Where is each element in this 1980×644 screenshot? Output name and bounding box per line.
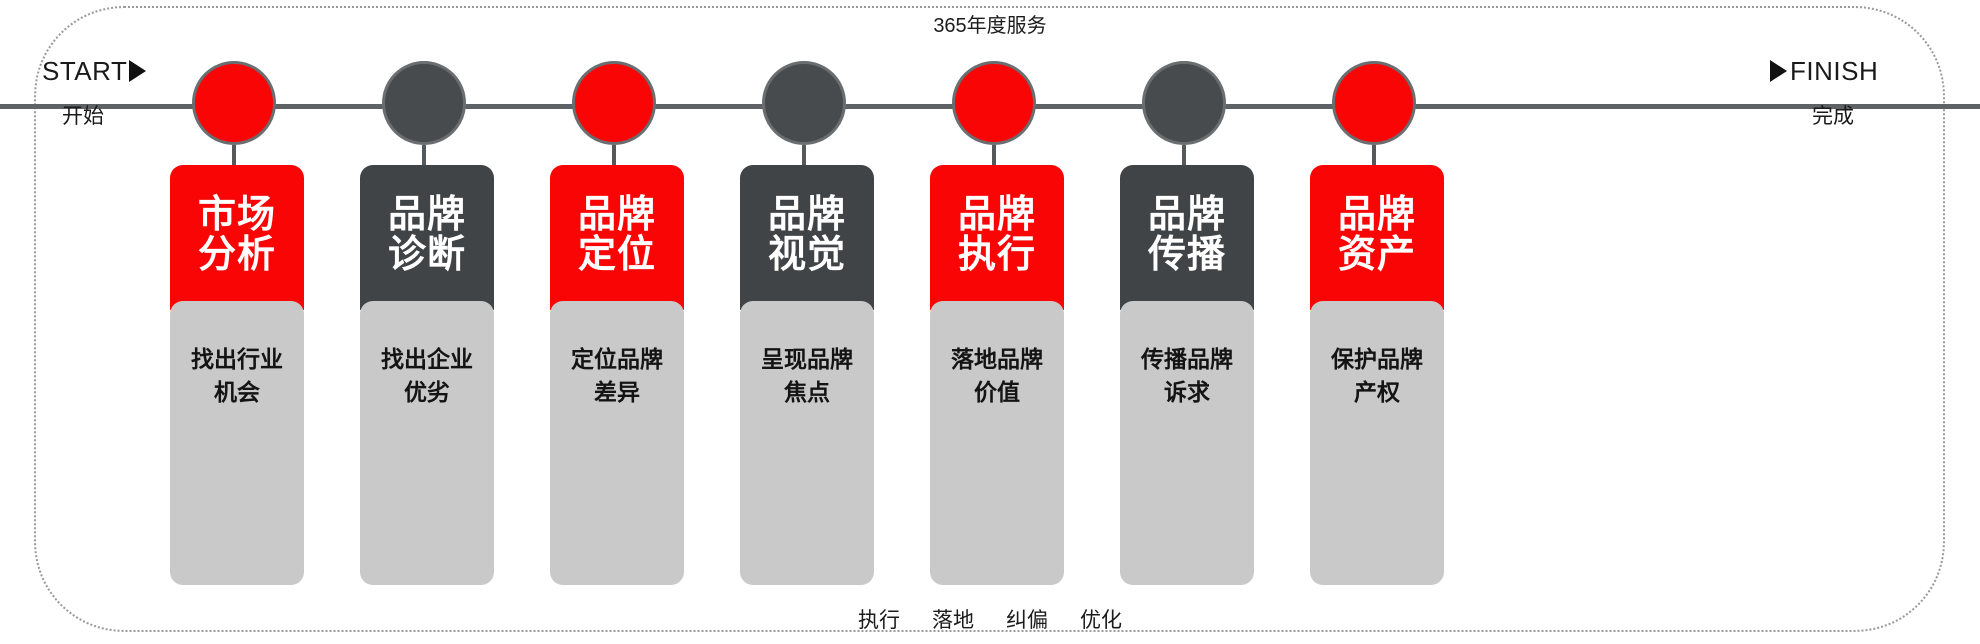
step-desc-1: 找出行业 机会	[170, 343, 304, 410]
step-title-5: 品牌 执行	[957, 193, 1036, 280]
step-card-5[interactable]: 品牌 执行 落地品牌 价值	[930, 165, 1064, 585]
step-card-header-1: 市场 分析	[170, 165, 304, 310]
step-desc-line2: 优劣	[404, 379, 450, 406]
step-desc-line2: 机会	[214, 379, 260, 406]
step-desc-line1: 保护品牌	[1331, 346, 1423, 372]
step-card-header-7: 品牌 资产	[1310, 165, 1444, 310]
step-desc-4: 呈现品牌 焦点	[740, 343, 874, 410]
step-title-line2: 执行	[957, 233, 1036, 276]
step-title-6: 品牌 传播	[1147, 193, 1226, 280]
step-dot-3[interactable]	[572, 61, 656, 145]
step-title-line1: 品牌	[577, 193, 656, 236]
step-card-header-4: 品牌 视觉	[740, 165, 874, 310]
step-stem-7	[1372, 145, 1376, 168]
step-node-7[interactable]: 品牌 资产 保护品牌 产权	[1282, 0, 1472, 644]
step-title-line1: 品牌	[957, 193, 1036, 236]
step-node-5[interactable]: 品牌 执行 落地品牌 价值	[902, 0, 1092, 644]
step-title-line1: 品牌	[767, 193, 846, 236]
step-desc-line1: 传播品牌	[1141, 346, 1233, 372]
step-title-line1: 品牌	[1147, 193, 1226, 236]
step-title-line1: 品牌	[1337, 193, 1416, 236]
step-node-6[interactable]: 品牌 传播 传播品牌 诉求	[1092, 0, 1282, 644]
step-desc-line1: 找出企业	[381, 346, 473, 372]
step-node-4[interactable]: 品牌 视觉 呈现品牌 焦点	[712, 0, 902, 644]
step-desc-line1: 找出行业	[191, 346, 283, 372]
triangle-right-icon	[1770, 60, 1787, 82]
step-stem-1	[232, 145, 236, 168]
step-title-7: 品牌 资产	[1337, 193, 1416, 280]
step-title-line2: 分析	[197, 233, 276, 276]
step-node-1[interactable]: 市场 分析 找出行业 机会	[142, 0, 332, 644]
step-desc-line1: 呈现品牌	[761, 346, 853, 372]
step-stem-2	[422, 145, 426, 168]
step-card-4[interactable]: 品牌 视觉 呈现品牌 焦点	[740, 165, 874, 585]
step-desc-line1: 落地品牌	[951, 346, 1043, 372]
start-label-cn: 开始	[62, 105, 104, 128]
step-node-3[interactable]: 品牌 定位 定位品牌 差异	[522, 0, 712, 644]
finish-label-latin: FINISH	[1770, 56, 1930, 87]
step-card-body-7: 保护品牌 产权	[1310, 301, 1444, 585]
step-title-line2: 资产	[1337, 233, 1416, 276]
step-stem-5	[992, 145, 996, 168]
step-desc-7: 保护品牌 产权	[1310, 343, 1444, 410]
step-card-2[interactable]: 品牌 诊断 找出企业 优劣	[360, 165, 494, 585]
step-desc-line2: 产权	[1354, 379, 1400, 406]
step-dot-2[interactable]	[382, 61, 466, 145]
step-desc-line1: 定位品牌	[571, 346, 663, 372]
triangle-right-icon	[129, 60, 147, 82]
step-desc-2: 找出企业 优劣	[360, 343, 494, 410]
step-card-6[interactable]: 品牌 传播 传播品牌 诉求	[1120, 165, 1254, 585]
start-label-latin: START	[42, 56, 202, 87]
step-title-3: 品牌 定位	[577, 193, 656, 280]
step-card-header-5: 品牌 执行	[930, 165, 1064, 310]
step-dot-5[interactable]	[952, 61, 1036, 145]
step-title-2: 品牌 诊断	[387, 193, 466, 280]
step-title-4: 品牌 视觉	[767, 193, 846, 280]
step-card-7[interactable]: 品牌 资产 保护品牌 产权	[1310, 165, 1444, 585]
step-title-line1: 市场	[197, 193, 276, 236]
step-desc-line2: 诉求	[1164, 379, 1210, 406]
step-card-header-2: 品牌 诊断	[360, 165, 494, 310]
step-dot-1[interactable]	[192, 61, 276, 145]
step-desc-5: 落地品牌 价值	[930, 343, 1064, 410]
bottom-caption: 执行 落地 纠偏 优化	[0, 604, 1980, 634]
step-card-3[interactable]: 品牌 定位 定位品牌 差异	[550, 165, 684, 585]
step-title-line2: 传播	[1147, 233, 1226, 276]
step-card-body-6: 传播品牌 诉求	[1120, 301, 1254, 585]
step-card-header-3: 品牌 定位	[550, 165, 684, 310]
step-card-header-6: 品牌 传播	[1120, 165, 1254, 310]
step-dot-4[interactable]	[762, 61, 846, 145]
step-title-line2: 诊断	[387, 233, 466, 276]
step-desc-3: 定位品牌 差异	[550, 343, 684, 410]
step-card-1[interactable]: 市场 分析 找出行业 机会	[170, 165, 304, 585]
step-card-body-4: 呈现品牌 焦点	[740, 301, 874, 585]
step-title-line2: 定位	[577, 233, 656, 276]
bottom-caption-item: 纠偏	[1006, 609, 1048, 632]
step-desc-line2: 价值	[974, 379, 1020, 406]
top-caption: 365年度服务	[933, 15, 1047, 37]
finish-label-cn: 完成	[1812, 105, 1854, 128]
step-card-body-1: 找出行业 机会	[170, 301, 304, 585]
step-title-1: 市场 分析	[197, 193, 276, 280]
step-title-line2: 视觉	[767, 233, 846, 276]
step-dot-7[interactable]	[1332, 61, 1416, 145]
bottom-caption-item: 优化	[1080, 609, 1122, 632]
step-stem-6	[1182, 145, 1186, 168]
step-card-body-2: 找出企业 优劣	[360, 301, 494, 585]
step-stem-4	[802, 145, 806, 168]
step-desc-6: 传播品牌 诉求	[1120, 343, 1254, 410]
bottom-caption-item: 执行	[858, 609, 900, 632]
step-card-body-3: 定位品牌 差异	[550, 301, 684, 585]
step-card-body-5: 落地品牌 价值	[930, 301, 1064, 585]
bottom-caption-item: 落地	[932, 609, 974, 632]
step-desc-line2: 焦点	[784, 379, 830, 406]
step-desc-line2: 差异	[594, 379, 640, 406]
step-dot-6[interactable]	[1142, 61, 1226, 145]
step-title-line1: 品牌	[387, 193, 466, 236]
step-stem-3	[612, 145, 616, 168]
step-node-2[interactable]: 品牌 诊断 找出企业 优劣	[332, 0, 522, 644]
